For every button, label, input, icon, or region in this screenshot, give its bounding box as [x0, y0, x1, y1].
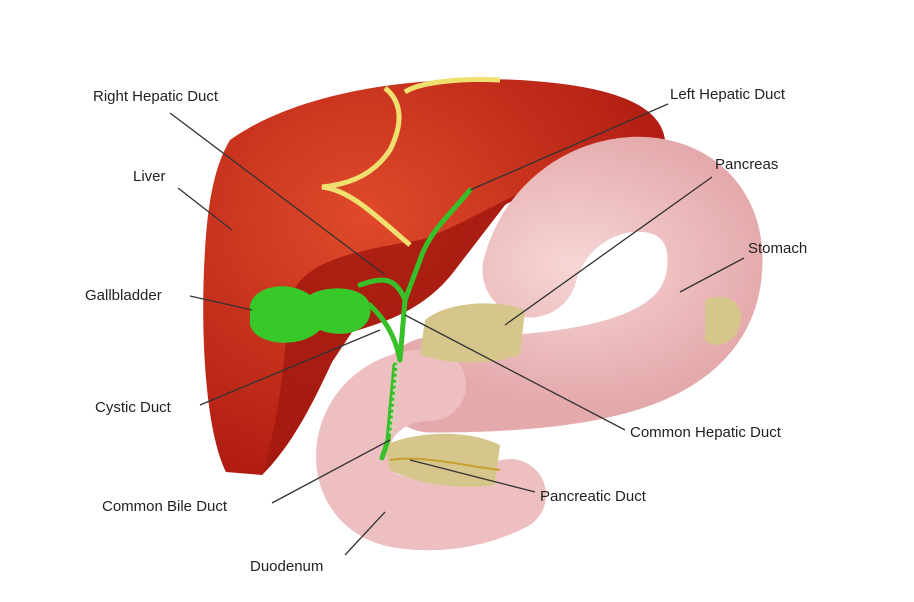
leader-lines [169, 103, 745, 556]
label-stomach: Stomach [748, 240, 808, 257]
label-left-hepatic-duct: Left Hepatic Duct [670, 86, 786, 103]
leader-pancreas [504, 176, 713, 326]
label-cystic-duct: Cystic Duct [95, 399, 171, 416]
leader-left-hepatic-duct [469, 103, 669, 191]
label-right-hepatic-duct: Right Hepatic Duct [93, 88, 219, 105]
leader-cystic-duct [199, 329, 381, 406]
leader-pancreatic-duct [409, 459, 536, 493]
leader-duodenum [344, 511, 386, 556]
leader-liver [177, 187, 233, 231]
label-common-bile-duct: Common Bile Duct [102, 498, 228, 515]
bile-ducts [357, 187, 473, 461]
gallbladder-shape [250, 286, 371, 343]
leader-gallbladder [189, 295, 253, 311]
leader-common-hepatic-duct [404, 314, 626, 431]
label-common-hepatic-duct: Common Hepatic Duct [630, 424, 781, 441]
duodenum-shape [316, 349, 546, 551]
label-pancreatic-duct: Pancreatic Duct [540, 488, 646, 505]
leader-common-bile-duct [271, 439, 391, 504]
label-duodenum: Duodenum [250, 558, 324, 575]
leader-right-hepatic-duct [169, 112, 386, 276]
label-gallbladder: Gallbladder [85, 287, 162, 304]
pancreatic-duct [389, 457, 501, 471]
hepatic-ligament [321, 77, 501, 247]
label-pancreas: Pancreas [715, 156, 779, 173]
stomach-shape [382, 136, 763, 433]
label-liver: Liver [133, 168, 166, 185]
leader-stomach [679, 257, 745, 293]
pancreas-shape [385, 296, 741, 487]
